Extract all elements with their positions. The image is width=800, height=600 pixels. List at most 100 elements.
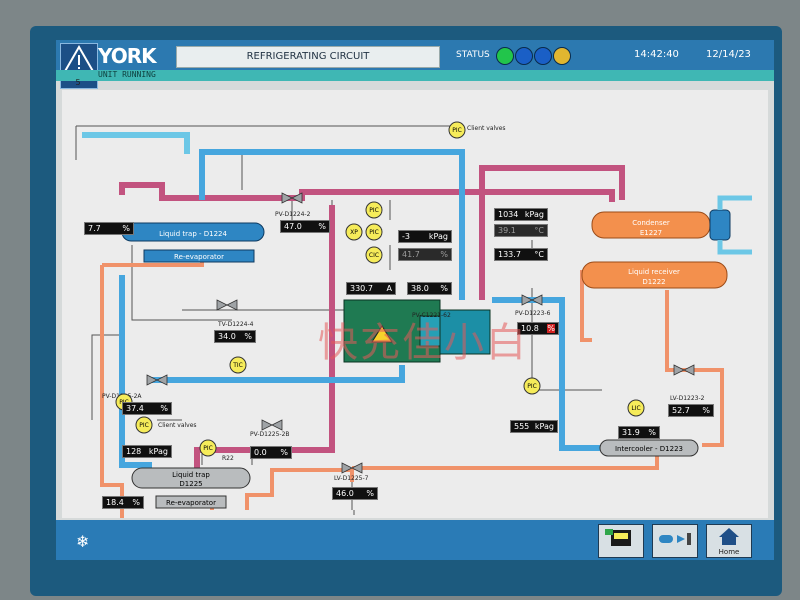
readout-unit: % xyxy=(318,222,326,231)
flow-view-button[interactable] xyxy=(652,524,698,558)
status-light-4 xyxy=(553,47,571,65)
readout-pressure-a-sp: 41.7% xyxy=(398,248,452,261)
readout-unit: % xyxy=(244,332,252,341)
valve-tv-d1224-4 xyxy=(216,299,228,311)
valve-tv-d1224-4-b xyxy=(226,299,238,311)
instruments: PIC PIC XP PIC CIC xyxy=(111,121,645,555)
re-evaporator-top[interactable] xyxy=(143,249,255,263)
snowflake-icon[interactable]: ❄ xyxy=(76,532,90,551)
condenser-label-2: E1227 xyxy=(640,229,662,237)
readout-value: 330.7 xyxy=(350,284,373,293)
pic-middle[interactable]: PIC xyxy=(365,223,383,241)
tag-pv-d1224-2: PV-D1224-2 xyxy=(275,211,311,218)
intercooler-d1223[interactable] xyxy=(599,439,699,457)
tag-pv-c1221-62: PV-C1221-62 xyxy=(412,312,451,319)
panel-icon xyxy=(605,529,631,546)
status-light-1 xyxy=(496,47,514,65)
xp-indicator[interactable]: XP xyxy=(345,223,363,241)
liquid-trap-d1225[interactable] xyxy=(131,467,251,489)
lic-d1223[interactable]: LIC xyxy=(627,399,645,417)
process-diagram: Liquid trap - D1224 Re-evaporator Conden… xyxy=(62,90,768,555)
readout-value: 41.7 xyxy=(402,250,420,259)
valve-pv-d1225-2a-b xyxy=(156,374,168,386)
pic-client-mid[interactable]: PIC xyxy=(135,416,153,434)
compressor-coupling xyxy=(419,315,441,347)
readout-value: 0.0 xyxy=(254,448,267,457)
readout-level-d1225: 18.4% xyxy=(102,496,144,509)
clock-time: 14:42:40 xyxy=(634,49,679,60)
readout-value: 47.0 xyxy=(284,222,302,231)
readout-level-d1223: 31.9% xyxy=(618,426,660,439)
liquid-receiver-label-2: D1222 xyxy=(642,278,665,286)
readout-lv-d1225-7: 46.0% xyxy=(332,487,378,500)
svg-text:LIC: LIC xyxy=(631,405,640,412)
cooling-water-lines xyxy=(717,195,752,255)
valve-pv-d1224-2-b xyxy=(291,192,303,204)
readout-value: 39.1 xyxy=(498,226,516,235)
readout-unit: % xyxy=(132,498,140,507)
hmi-screen: YORK REFRIGERATING CIRCUIT STATUS 14:42:… xyxy=(56,40,774,560)
readout-pv-d1225-2a: 37.4% xyxy=(122,402,172,415)
readout-pv-d1225-2b: 0.0% xyxy=(250,446,292,459)
bottom-bar: ❄ Home xyxy=(56,520,774,560)
readout-tv-d1224-4: 34.0% xyxy=(214,330,256,343)
pic-intercooler[interactable]: PIC xyxy=(523,377,541,395)
tag-pv-d1225-2b: PV-D1225-2B xyxy=(250,431,290,438)
readout-unit: % xyxy=(547,324,555,333)
readout-unit: % xyxy=(648,428,656,437)
client-valves-mid: Client valves xyxy=(158,422,197,429)
liquid-receiver-d1222[interactable] xyxy=(581,261,728,289)
valve-pv-d1225-2a xyxy=(146,374,158,386)
readout-value: 555 xyxy=(514,422,530,431)
readout-value: 7.7 xyxy=(88,224,101,233)
svg-text:TIC: TIC xyxy=(232,362,243,369)
tag-r22: R22 xyxy=(222,455,234,462)
tic-indicator[interactable]: TIC xyxy=(229,356,247,374)
readout-value: 46.0 xyxy=(336,489,354,498)
home-label: Home xyxy=(718,548,740,556)
brand-logo: YORK xyxy=(98,44,157,68)
liquid-trap-d1225-label-1: Liquid trap xyxy=(172,471,210,479)
compressor-warning-icon xyxy=(371,325,393,343)
readout-value: 128 xyxy=(126,447,142,456)
refrigeration-circuit-svg: Liquid trap - D1224 Re-evaporator Conden… xyxy=(75,121,752,555)
status-light-2 xyxy=(515,47,533,65)
home-icon xyxy=(719,528,739,545)
page-title: REFRIGERATING CIRCUIT xyxy=(176,46,440,68)
readout-value: 38.0 xyxy=(411,284,429,293)
flow-icon xyxy=(659,533,691,545)
readout-value: 34.0 xyxy=(218,332,236,341)
readout-value: 18.4 xyxy=(106,498,124,507)
home-button[interactable]: Home xyxy=(706,524,752,558)
svg-text:XP: XP xyxy=(350,229,358,236)
readout-unit: °C xyxy=(534,226,544,235)
readout-value: 1034 xyxy=(498,210,519,219)
unit-status-text: UNIT RUNNING xyxy=(98,70,156,79)
condenser-water-head xyxy=(709,209,731,241)
readout-discharge-pressure: 1034 kPag xyxy=(494,208,548,221)
valve-pv-d1224-2 xyxy=(281,192,293,204)
re-evaporator-bottom[interactable] xyxy=(155,495,227,509)
pic-upper[interactable]: PIC xyxy=(365,201,383,219)
readout-value: 10.8 xyxy=(521,324,539,333)
cic-indicator[interactable]: CIC xyxy=(365,246,383,264)
readout-unit: kPag xyxy=(148,447,168,456)
valve-pv-d1225-2b-b xyxy=(271,419,283,431)
top-bar: YORK REFRIGERATING CIRCUIT STATUS 14:42:… xyxy=(56,40,774,89)
pic-d1225-2b[interactable]: PIC xyxy=(199,439,217,457)
alarm-warning-button[interactable] xyxy=(60,43,98,89)
valve-pv-d1225-2b xyxy=(261,419,273,431)
substatus-bar: UNIT RUNNING xyxy=(56,70,774,81)
readout-unit: kPag xyxy=(524,210,544,219)
readout-unit: °C xyxy=(534,250,544,259)
readout-value: -3 xyxy=(402,232,410,241)
panel-view-button[interactable] xyxy=(598,524,644,558)
readout-pv-d1223-6: 10.8% xyxy=(517,322,559,335)
readout-level-d1224: 7.7% xyxy=(84,222,134,235)
pic-client-top[interactable]: PIC xyxy=(448,121,466,139)
clock-date: 12/14/23 xyxy=(706,49,751,60)
liquid-trap-d1224-label: Liquid trap - D1224 xyxy=(159,230,227,238)
compressor-screw[interactable] xyxy=(439,309,491,355)
